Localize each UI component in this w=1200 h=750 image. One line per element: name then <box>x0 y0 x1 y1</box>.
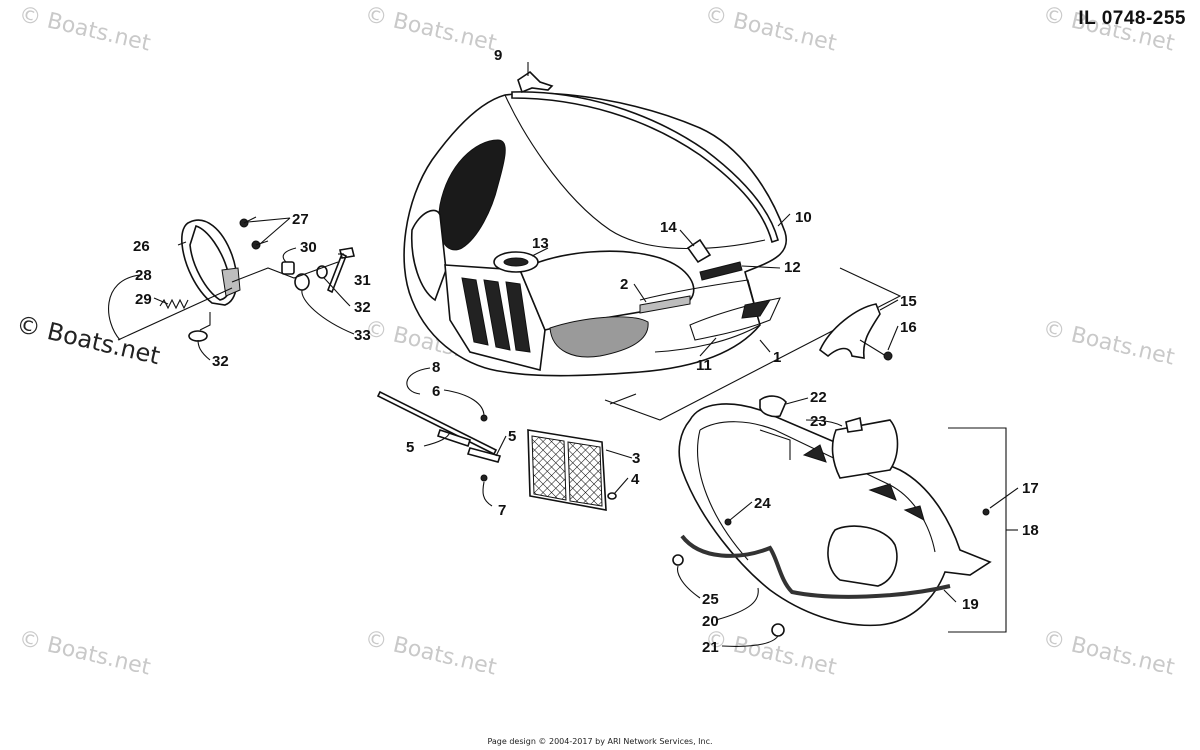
tub-clip <box>672 554 684 566</box>
callout-14: 14 <box>660 219 677 236</box>
hood-left-vent <box>438 139 506 251</box>
callout-3: 3 <box>632 450 640 467</box>
grille-screw <box>607 492 617 500</box>
callout-21: 21 <box>702 639 719 656</box>
decal-11 <box>689 297 781 341</box>
callout-28: 28 <box>135 267 152 284</box>
hood-right-lens <box>549 316 649 358</box>
tub-screw <box>724 518 732 526</box>
bolt <box>326 247 355 294</box>
callout-2: 2 <box>620 276 628 293</box>
side-bracket <box>819 303 893 361</box>
mount-strip <box>376 390 502 482</box>
callout-5: 5 <box>508 428 516 445</box>
storage-tub <box>678 403 992 627</box>
callout-10: 10 <box>795 209 812 226</box>
hood-seal-strip <box>511 91 779 244</box>
callout-20: 20 <box>702 613 719 630</box>
hood-assembly <box>403 92 788 377</box>
headlight-screws <box>239 216 269 250</box>
callout-5: 5 <box>406 439 414 456</box>
decal-12 <box>699 261 743 281</box>
callout-8: 8 <box>432 359 440 376</box>
adjust-spring <box>159 298 189 310</box>
callout-15: 15 <box>900 293 917 310</box>
tub-compartment <box>827 525 898 587</box>
callout-22: 22 <box>810 389 827 406</box>
hood-latch <box>517 62 554 94</box>
callout-1: 1 <box>773 349 781 366</box>
washer-lower <box>188 330 208 342</box>
tub-rivet-17 <box>982 508 990 516</box>
callout-12: 12 <box>784 259 801 276</box>
headlight <box>181 219 241 306</box>
callout-16: 16 <box>900 319 917 336</box>
footer-copyright: Page design © 2004-2017 by ARI Network S… <box>487 737 713 746</box>
callout-26: 26 <box>133 238 150 255</box>
callout-32: 32 <box>354 299 371 316</box>
callout-27: 27 <box>292 211 309 228</box>
callout-6: 6 <box>432 383 440 400</box>
callout-30: 30 <box>300 239 317 256</box>
callout-25: 25 <box>702 591 719 608</box>
hood-left-scoop <box>410 209 447 302</box>
callout-29: 29 <box>135 291 152 308</box>
callout-4: 4 <box>631 471 640 488</box>
push-rivet <box>771 623 785 637</box>
callout-24: 24 <box>754 495 771 512</box>
callout-32: 32 <box>212 353 229 370</box>
tub-pad <box>759 395 899 479</box>
tub-seal <box>680 534 951 599</box>
callout-18: 18 <box>1022 522 1039 539</box>
callout-9: 9 <box>494 47 502 64</box>
callout-17: 17 <box>1022 480 1039 497</box>
callout-7: 7 <box>498 502 506 519</box>
callout-11: 11 <box>696 357 712 374</box>
callout-labels: 1 2 3 4 5 5 6 7 8 9 10 11 12 13 14 15 16… <box>133 47 1039 656</box>
callout-31: 31 <box>354 272 371 289</box>
hood-bracket-line <box>604 267 902 421</box>
callout-33: 33 <box>354 327 371 344</box>
grille-screen <box>527 429 607 511</box>
callout-13: 13 <box>532 235 549 252</box>
callout-19: 19 <box>962 596 979 613</box>
decal-2 <box>639 295 691 314</box>
leader-lines <box>108 213 1019 647</box>
callout-23: 23 <box>810 413 827 430</box>
nut <box>281 261 295 275</box>
illustration-id: IL 0748-255 <box>1078 8 1186 29</box>
